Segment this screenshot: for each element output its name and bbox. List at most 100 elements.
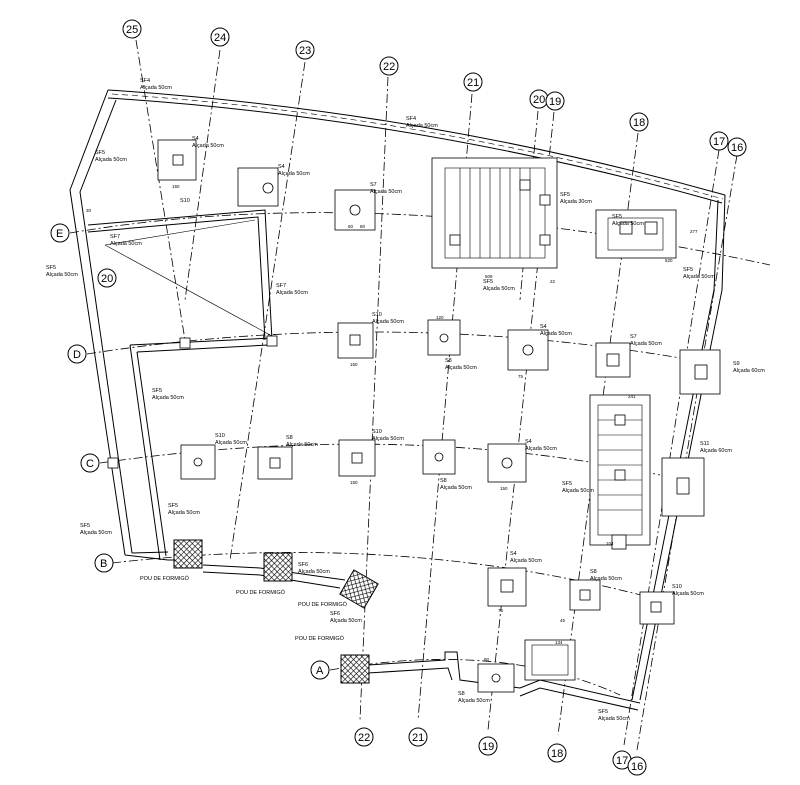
svg-text:SF5: SF5 xyxy=(483,279,493,285)
dim-277: 277 xyxy=(690,229,698,234)
dim-30: 30 xyxy=(86,208,92,213)
footing-s8-b: S8 Alçada 50cm xyxy=(257,435,318,480)
svg-text:Alçada 50cm: Alçada 50cm xyxy=(458,698,490,704)
concrete-well-2 xyxy=(263,552,293,582)
concrete-well-1 xyxy=(173,539,203,569)
grid-bubble-16-top: 16 xyxy=(731,142,743,154)
svg-text:S4: S4 xyxy=(278,164,285,170)
dim-134: 134 xyxy=(555,640,563,645)
svg-text:Alçada 50cm: Alçada 50cm xyxy=(286,442,318,448)
svg-text:Alçada 50cm: Alçada 50cm xyxy=(110,241,142,247)
grid-bubble-20: 20 xyxy=(533,94,545,106)
grid-bubble-21-bottom: 21 xyxy=(412,732,424,744)
svg-text:Alçada 50cm: Alçada 50cm xyxy=(683,274,715,280)
footing-s9: S9 Alçada 60cm xyxy=(679,349,765,395)
dim-22: 22 xyxy=(550,279,556,284)
grid-bubble-19-bottom: 19 xyxy=(482,741,494,753)
grid-bubble-16-bottom: 16 xyxy=(631,761,643,773)
axis-A xyxy=(329,659,621,696)
svg-text:SF5: SF5 xyxy=(152,388,162,394)
grid-bubble-17-top: 17 xyxy=(713,136,725,148)
column-marker xyxy=(107,457,119,469)
bottom-core: 134 xyxy=(524,639,576,681)
grid-bubble-A: A xyxy=(316,665,324,677)
axis-16 xyxy=(636,154,738,751)
svg-text:Alçada 50cm: Alçada 50cm xyxy=(95,157,127,163)
svg-text:S8: S8 xyxy=(590,569,597,575)
stair-core-top: 509 22 xyxy=(431,157,558,284)
svg-text:Alçada 50cm: Alçada 50cm xyxy=(278,171,310,177)
svg-text:SF5: SF5 xyxy=(95,150,105,156)
svg-text:SF5: SF5 xyxy=(168,503,178,509)
footing-s10-a-label: S10 xyxy=(180,198,190,204)
concrete-well-3 xyxy=(339,569,379,609)
svg-text:S11: S11 xyxy=(700,441,709,447)
dim-150c: 150 xyxy=(350,480,358,485)
svg-text:S10: S10 xyxy=(672,584,682,590)
footing-s10-b: S10 Alçada 50cm 150 xyxy=(337,312,404,367)
svg-text:Alçada 50cm: Alçada 50cm xyxy=(540,331,572,337)
svg-text:Alçada 50cm: Alçada 50cm xyxy=(672,591,704,597)
svg-text:SF6: SF6 xyxy=(298,562,308,568)
right-core: 277 520 xyxy=(595,209,698,263)
svg-text:S4: S4 xyxy=(525,439,532,445)
svg-text:SF7: SF7 xyxy=(110,234,120,240)
svg-text:POU DE FORMIGÓ: POU DE FORMIGÓ xyxy=(295,635,345,642)
footing-s4-d: S4 Alçada 50cm 150 xyxy=(487,439,557,491)
svg-text:SF5: SF5 xyxy=(598,709,608,715)
axis-23 xyxy=(229,61,306,561)
column-marker xyxy=(266,335,278,347)
grid-bubble-20-circle: 20 xyxy=(101,273,113,285)
svg-text:SF5: SF5 xyxy=(560,192,570,198)
svg-text:Alçada 50cm: Alçada 50cm xyxy=(598,716,630,722)
svg-text:Alçada 50cm: Alçada 50cm xyxy=(630,341,662,347)
svg-text:Alçada 50cm: Alçada 50cm xyxy=(370,189,402,195)
footing-s11: S11 Alçada 60cm xyxy=(661,441,732,517)
svg-text:S8: S8 xyxy=(445,358,452,364)
footing-s10-e: S10 Alçada 50cm xyxy=(639,584,704,625)
svg-text:Alçada 50cm: Alçada 50cm xyxy=(525,446,557,452)
svg-text:S4: S4 xyxy=(510,551,517,557)
svg-text:Alçada 50cm: Alçada 50cm xyxy=(276,290,308,296)
grid-bubble-17-bottom: 17 xyxy=(616,755,628,767)
svg-text:SF5: SF5 xyxy=(80,523,90,529)
svg-text:S7: S7 xyxy=(630,334,637,340)
stair-core-right: 241 104 xyxy=(589,394,651,550)
dim-80: 80 xyxy=(360,224,366,229)
grid-bubble-25: 25 xyxy=(126,24,138,36)
svg-text:Alçada 50cm: Alçada 50cm xyxy=(372,436,404,442)
svg-text:Alçada 60cm: Alçada 60cm xyxy=(700,448,732,454)
footing-s8-d: S8 Alçada 50cm xyxy=(569,569,622,611)
beam-labels: SF4 Alçada 50cm SF4 Alçada 50cm SF5 Alça… xyxy=(46,78,715,722)
grid-bubble-18-top: 18 xyxy=(633,117,645,129)
grid-bubble-19-top: 19 xyxy=(549,96,561,108)
svg-text:SF5: SF5 xyxy=(46,265,56,271)
svg-text:POU DE FORMIGÓ: POU DE FORMIGÓ xyxy=(236,589,286,596)
dim-45: 45 xyxy=(560,618,566,623)
svg-text:SF6: SF6 xyxy=(330,611,340,617)
axis-22 xyxy=(359,76,389,721)
svg-text:Alçada 50cm: Alçada 50cm xyxy=(445,365,477,371)
svg-text:S10: S10 xyxy=(372,312,382,318)
grid-bubble-B: B xyxy=(100,558,107,570)
footing-s4-c: S4 Alçada 50cm 75 xyxy=(507,324,572,379)
concrete-wells: POU DE FORMIGÓ POU DE FORMIGÓ POU DE FOR… xyxy=(140,539,379,684)
svg-text:Alçada 50cm: Alçada 50cm xyxy=(298,569,330,575)
axis-24 xyxy=(184,49,221,301)
svg-text:Alçada 50cm: Alçada 50cm xyxy=(192,143,224,149)
dim-520: 520 xyxy=(665,258,673,263)
svg-text:Alçada 60cm: Alçada 60cm xyxy=(733,368,765,374)
dim-150b: 150 xyxy=(350,362,358,367)
svg-text:Alçada 50cm: Alçada 50cm xyxy=(612,221,644,227)
footing-s7-b: S7 Alçada 50cm xyxy=(595,334,662,378)
svg-text:S7: S7 xyxy=(370,182,377,188)
footing-s8-e: S8 Alçada 50cm 90 xyxy=(458,657,515,704)
svg-text:SF5: SF5 xyxy=(612,214,622,220)
svg-text:Alçada 30cm: Alçada 30cm xyxy=(560,199,592,205)
grid-bubbles: 25 24 23 22 21 20 19 18 17 16 E D C B A … xyxy=(50,19,747,776)
footing-s4-e: S4 Alçada 50cm 75 xyxy=(487,551,542,613)
dim-509: 509 xyxy=(485,274,493,279)
svg-text:Alçada 50cm: Alçada 50cm xyxy=(590,576,622,582)
grid-bubble-23: 23 xyxy=(299,45,311,57)
